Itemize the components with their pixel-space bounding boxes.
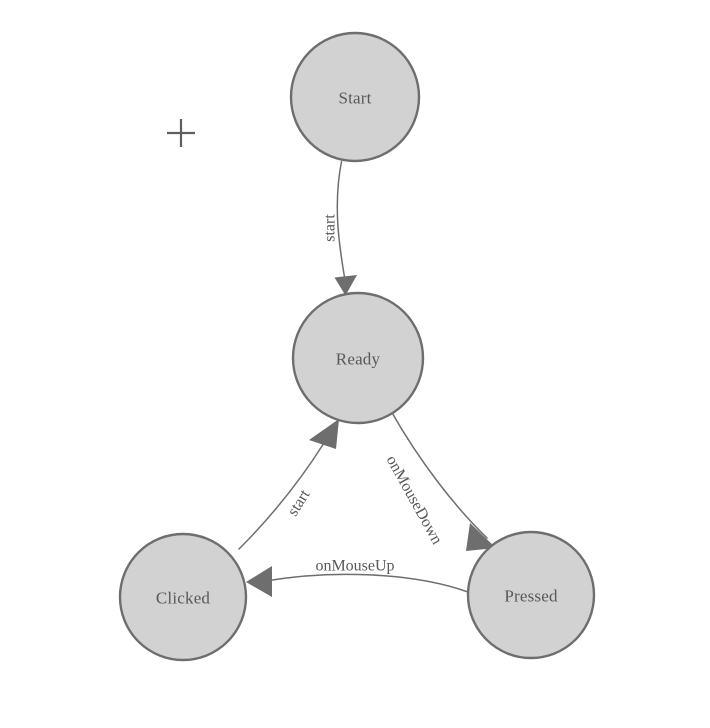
node-clicked[interactable]: Clicked (118, 532, 248, 662)
node-pressed[interactable]: Pressed (466, 530, 596, 660)
edge-label-clicked-to-ready: start (284, 486, 313, 519)
node-start-circle[interactable] (289, 31, 421, 163)
arrowhead-ready-bottomleft (309, 419, 339, 449)
edge-label-ready-to-pressed: onMouseDown (383, 453, 446, 548)
node-pressed-circle[interactable] (466, 530, 596, 660)
edge-start-to-ready[interactable]: start (322, 160, 358, 296)
edge-path-start-to-ready[interactable] (336, 160, 346, 281)
node-pressed-label: Pressed (504, 587, 558, 606)
edge-path-clicked-to-ready[interactable] (238, 442, 325, 550)
edge-path-ready-to-pressed[interactable] (390, 410, 488, 539)
node-start[interactable]: Start (289, 31, 421, 163)
arrowhead-ready-top (334, 275, 357, 296)
edge-label-pressed-to-clicked: onMouseUp (315, 558, 394, 575)
edge-ready-to-pressed[interactable]: onMouseDown (383, 410, 496, 551)
node-ready-label: Ready (336, 350, 381, 369)
edge-clicked-to-ready[interactable]: start (238, 419, 339, 550)
node-ready-circle[interactable] (291, 291, 425, 425)
crosshair-icon[interactable] (167, 119, 195, 147)
node-clicked-label: Clicked (156, 589, 211, 608)
node-ready[interactable]: Ready (291, 291, 425, 425)
arrowhead-clicked-right (246, 566, 272, 597)
edge-path-pressed-to-clicked[interactable] (265, 573, 469, 593)
edge-label-start-to-ready: start (322, 214, 339, 242)
arrowhead-pressed-topleft (466, 523, 496, 551)
node-clicked-circle[interactable] (118, 532, 248, 662)
node-start-label: Start (338, 89, 371, 108)
edge-pressed-to-clicked[interactable]: onMouseUp (246, 558, 469, 598)
